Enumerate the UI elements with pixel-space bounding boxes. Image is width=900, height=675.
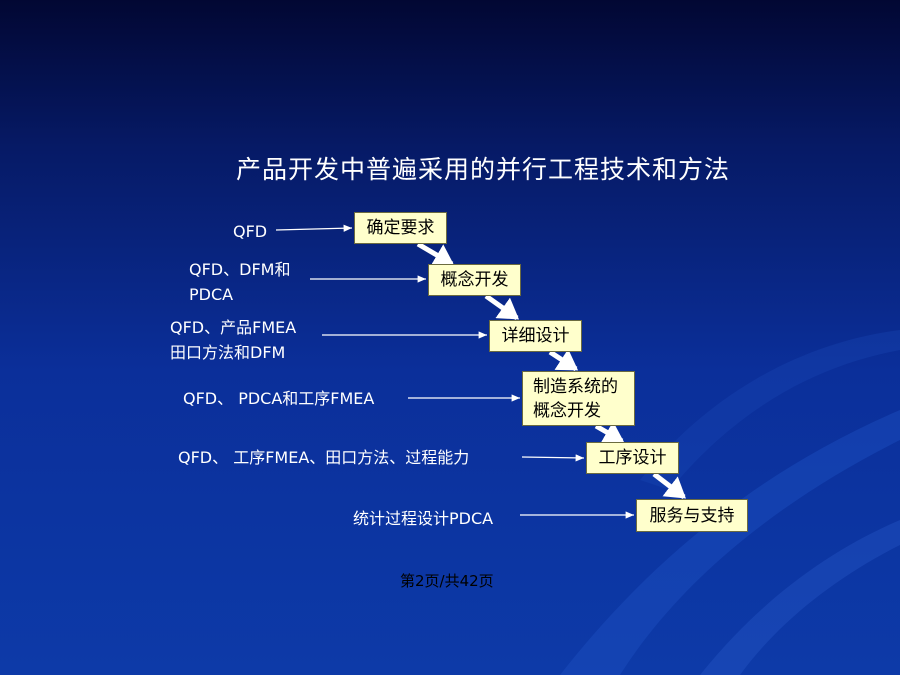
step-service-support: 服务与支持 <box>636 499 748 532</box>
step-manufacturing-concept: 制造系统的 概念开发 <box>522 371 635 426</box>
input-label-3: QFD、产品FMEA 田口方法和DFM <box>170 318 297 362</box>
input-label-2: QFD、DFM和 PDCA <box>189 260 291 304</box>
input-label-1: QFD <box>233 222 268 241</box>
cascade-arrow-3 <box>548 348 579 372</box>
step-detailed-design: 详细设计 <box>489 320 582 352</box>
page-number: 第2页/共42页 <box>400 572 494 590</box>
step-concept-development: 概念开发 <box>428 264 521 296</box>
step-process-design: 工序设计 <box>586 442 679 474</box>
cascade-arrow-1 <box>416 241 455 267</box>
input-label-4: QFD、 PDCA和工序FMEA <box>183 389 375 408</box>
input-arrow-1 <box>275 224 353 232</box>
cascade-arrow-4 <box>594 421 625 444</box>
cascade-arrow-2 <box>484 293 520 321</box>
input-label-6: 统计过程设计PDCA <box>353 509 494 528</box>
input-label-5: QFD、 工序FMEA、田口方法、过程能力 <box>178 448 470 467</box>
cascade-arrow-5 <box>652 472 686 499</box>
step-requirements: 确定要求 <box>354 212 447 244</box>
input-arrow-5 <box>521 454 585 462</box>
page-title: 产品开发中普遍采用的并行工程技术和方法 <box>236 155 731 184</box>
